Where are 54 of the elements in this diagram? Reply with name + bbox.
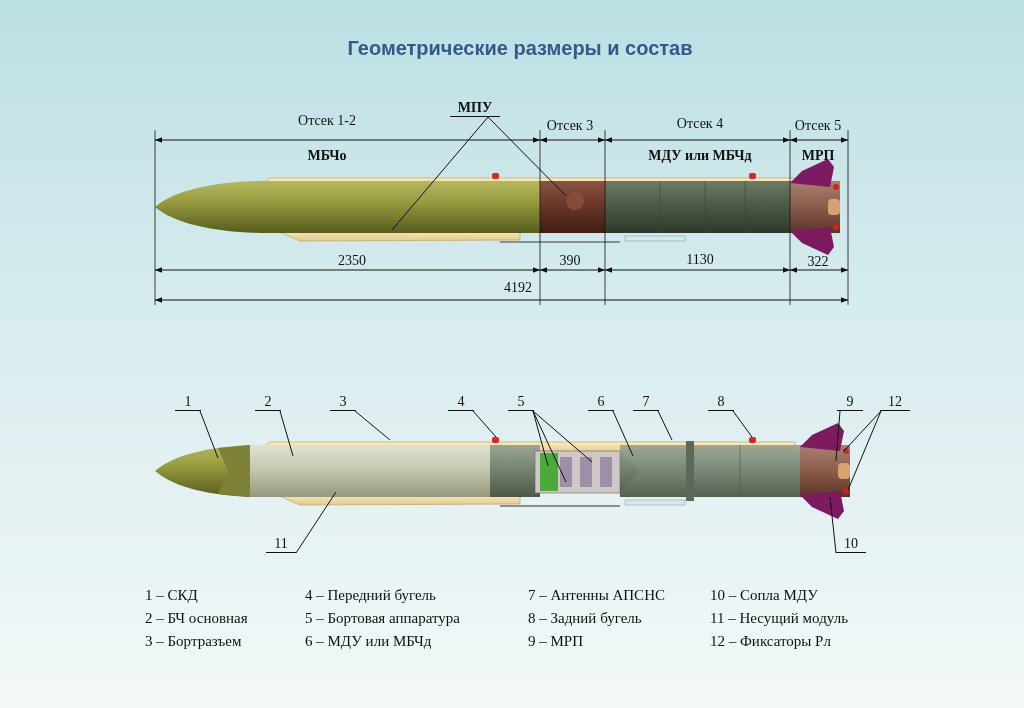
callout-number: 4	[448, 394, 474, 411]
callout-number: МПУ	[450, 100, 500, 117]
section-label: Отсек 3	[546, 118, 594, 134]
key-entry: 9 – МРП	[528, 632, 583, 650]
callout-number: 2	[255, 394, 281, 411]
key-entry: 5 – Бортовая аппаратура	[305, 609, 460, 627]
leader-line	[295, 491, 337, 554]
title: Геометрические размеры и состав	[347, 36, 693, 60]
callout-number: 11	[266, 536, 296, 553]
key-entry: 1 – СКД	[145, 586, 198, 604]
leader-line	[472, 410, 497, 438]
section-label: МДУ или МБЧд	[648, 148, 752, 164]
section-label: МРП	[801, 148, 835, 164]
key-entry: 12 – Фиксаторы Рл	[710, 632, 831, 650]
dimension-label: 322	[807, 254, 829, 270]
key-entry: 11 – Несущий модуль	[710, 609, 848, 627]
callout-number: 3	[330, 394, 356, 411]
leader-line	[657, 410, 673, 441]
leader-line	[842, 410, 882, 453]
callout-number: 5	[508, 394, 534, 411]
dimension-label: 2350	[338, 253, 366, 269]
leader-line	[732, 410, 753, 438]
leader-line	[612, 410, 634, 457]
leader-line	[391, 116, 489, 231]
callout-number: 6	[588, 394, 614, 411]
key-entry: 8 – Задний бугель	[528, 609, 642, 627]
dimension-label: 390	[559, 253, 581, 269]
leader-line	[532, 410, 549, 467]
dimension-label: 4192	[504, 280, 532, 296]
section-label: Отсек 1-2	[298, 113, 356, 129]
callout-number: 8	[708, 394, 734, 411]
leader-line	[279, 410, 294, 457]
key-entry: 6 – МДУ или МБЧд	[305, 632, 432, 650]
callout-number: 7	[633, 394, 659, 411]
leader-line	[354, 410, 391, 441]
leader-line	[199, 410, 219, 459]
section-label: Отсек 4	[676, 116, 724, 132]
leader-line	[532, 410, 567, 483]
dimension-label: 1130	[686, 252, 714, 268]
key-entry: 10 – Сопла МДУ	[710, 586, 818, 604]
callout-number: 12	[880, 394, 910, 411]
leader-line	[487, 116, 567, 197]
leader-line	[847, 410, 882, 491]
callout-number: 9	[837, 394, 863, 411]
callout-number: 10	[836, 536, 866, 553]
section-label: Отсек 5	[794, 118, 842, 134]
key-entry: 2 – БЧ основная	[145, 609, 248, 627]
section-label: МБЧо	[307, 148, 347, 164]
leader-line	[829, 496, 837, 554]
key-entry: 3 – Бортразъем	[145, 632, 242, 650]
key-entry: 7 – Антенны АПСНС	[528, 586, 665, 604]
callout-number: 1	[175, 394, 201, 411]
key-entry: 4 – Передний бугель	[305, 586, 436, 604]
leader-line	[532, 410, 593, 463]
